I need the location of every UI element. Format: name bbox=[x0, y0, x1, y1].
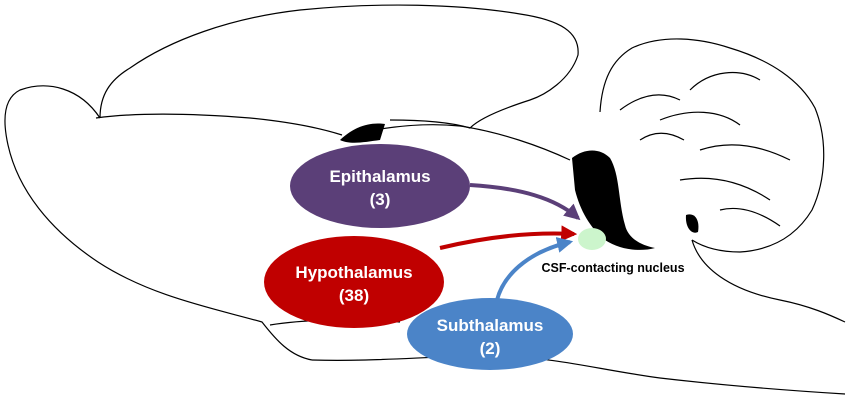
ventral-contour bbox=[311, 355, 846, 395]
epithalamus-node: Epithalamus (3) bbox=[290, 144, 470, 228]
epithalamus-count: (3) bbox=[370, 190, 391, 209]
cerebrum-outline bbox=[99, 4, 579, 129]
hypothalamus-name: Hypothalamus bbox=[295, 263, 412, 282]
ventricle-upper bbox=[340, 123, 385, 143]
csf-contacting-nucleus-marker bbox=[578, 228, 606, 250]
brainstem-outline bbox=[691, 239, 846, 323]
epithalamus-name: Epithalamus bbox=[329, 167, 430, 186]
subthalamus-name: Subthalamus bbox=[437, 316, 544, 335]
ventricle-fourth bbox=[572, 150, 655, 250]
cerebellum-outline bbox=[599, 38, 825, 253]
ventricle-small bbox=[685, 214, 699, 233]
subthalamus-node: Subthalamus (2) bbox=[407, 298, 573, 370]
hypothalamus-arrow bbox=[439, 225, 578, 250]
cortex-fold-outline bbox=[95, 113, 343, 136]
ventricles bbox=[340, 123, 699, 250]
olfactory-bulb-outline bbox=[4, 85, 313, 361]
epithalamus-ellipse bbox=[290, 144, 470, 228]
subthalamus-ellipse bbox=[407, 298, 573, 370]
hypothalamus-ellipse bbox=[264, 236, 444, 328]
hypothalamus-node: Hypothalamus (38) bbox=[264, 236, 444, 328]
subthalamus-arrow bbox=[495, 237, 574, 301]
epithalamus-arrow bbox=[469, 183, 581, 221]
hypothalamus-count: (38) bbox=[339, 286, 369, 305]
subthalamus-count: (2) bbox=[480, 339, 501, 358]
csf-contacting-nucleus-label: CSF-contacting nucleus bbox=[541, 261, 684, 275]
cerebellum-folia bbox=[619, 71, 791, 227]
